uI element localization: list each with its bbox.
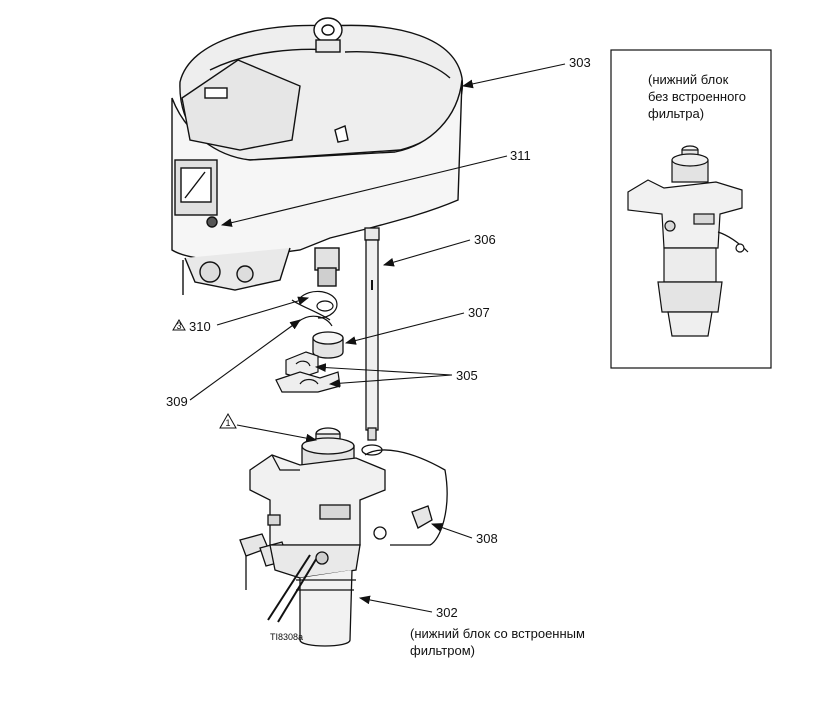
figure-id: TI8308a (270, 632, 303, 642)
coupling-nut-307 (312, 331, 344, 359)
warning-triangle-icon (172, 319, 186, 331)
leader-302 (358, 595, 433, 613)
leader-306 (382, 239, 471, 267)
inset-note-line1: (нижний блок (648, 72, 729, 87)
inset-panel: (нижний блок без встроенного фильтра) (610, 49, 772, 369)
leader-305b (314, 363, 453, 376)
lower-pump-no-filter (627, 145, 749, 337)
triangle-1-label: 1 (226, 418, 231, 428)
leader-307 (344, 312, 465, 345)
leader-308 (430, 523, 473, 539)
triangle-3-label: 3 (177, 321, 182, 331)
callout-303: 303 (569, 55, 591, 70)
leader-310 (216, 296, 310, 326)
warning-triangle-icon (219, 412, 237, 429)
leader-303 (461, 63, 566, 89)
callout-309: 309 (166, 394, 188, 409)
lower-pump-302 (239, 427, 448, 647)
leader-lines (189, 63, 566, 613)
callout-310: 310 (189, 319, 211, 334)
callout-307: 307 (468, 305, 490, 320)
callout-311: 311 (510, 148, 531, 163)
note-integrated-filter-line2: фильтром) (410, 643, 475, 658)
connecting-rod-306 (364, 227, 380, 441)
callout-305: 305 (456, 368, 478, 383)
callout-308: 308 (476, 531, 498, 546)
leader-1 (236, 424, 318, 443)
leader-311 (220, 155, 508, 227)
note-integrated-filter-line1: (нижний блок со встроенным (410, 626, 585, 641)
callout-306: 306 (474, 232, 496, 247)
coupling-collars-305 (275, 351, 341, 393)
inset-note-line3: фильтра) (648, 106, 704, 121)
inset-note-line2: без встроенного (648, 89, 746, 104)
leader-309 (189, 319, 301, 401)
leader-305a (328, 374, 453, 388)
callout-302: 302 (436, 605, 458, 620)
motor-housing (171, 17, 464, 295)
